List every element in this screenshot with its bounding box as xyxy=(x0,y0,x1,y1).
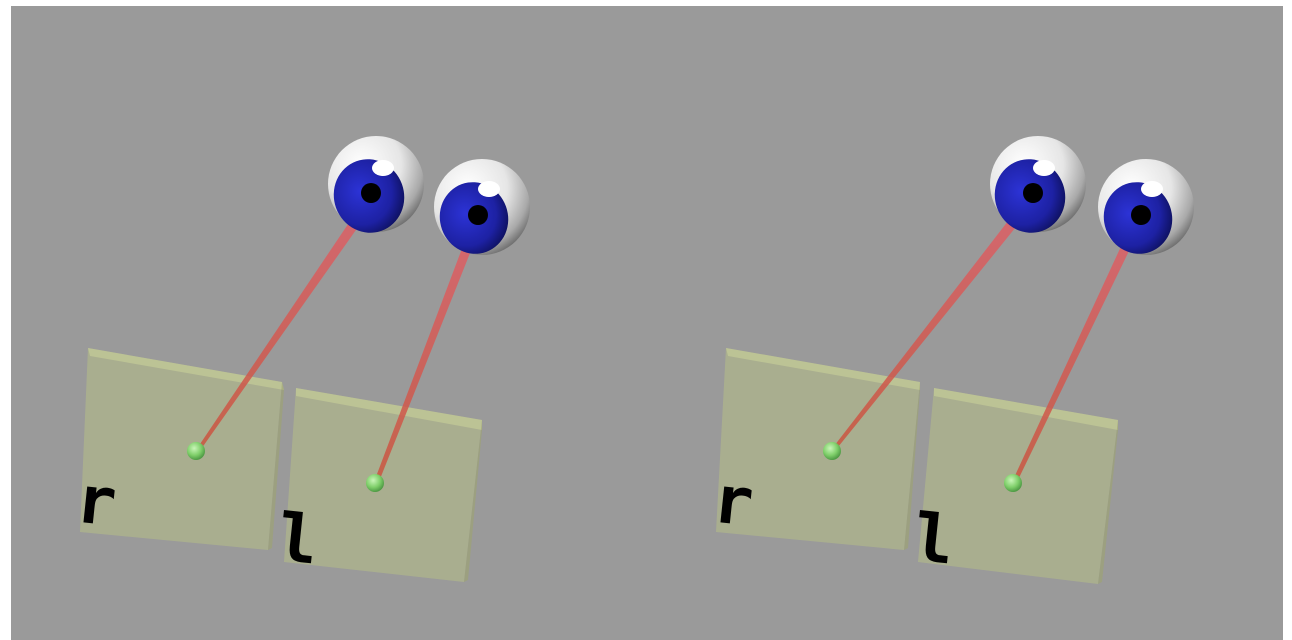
fixation-point-r xyxy=(187,442,205,460)
gaze-ray-right-eye xyxy=(196,190,380,452)
gaze-ray-left-eye xyxy=(374,214,484,484)
fixation-point-r xyxy=(823,442,841,460)
eyeball-left xyxy=(1098,159,1194,255)
label-r: r xyxy=(72,461,120,542)
eyeball-right xyxy=(328,136,424,233)
target-plane-r xyxy=(716,348,920,550)
left-view: r l xyxy=(72,136,530,582)
label-l: l xyxy=(910,499,958,580)
fixation-point-l xyxy=(1004,474,1022,492)
gaze-ray-right-eye xyxy=(831,190,1041,452)
label-r: r xyxy=(709,461,757,542)
gaze-ray-left-eye xyxy=(1012,214,1145,484)
eyeball-right xyxy=(990,136,1086,233)
eyeball-left xyxy=(434,159,530,255)
label-l: l xyxy=(274,499,322,580)
right-view: r l xyxy=(709,136,1194,584)
fixation-point-l xyxy=(366,474,384,492)
